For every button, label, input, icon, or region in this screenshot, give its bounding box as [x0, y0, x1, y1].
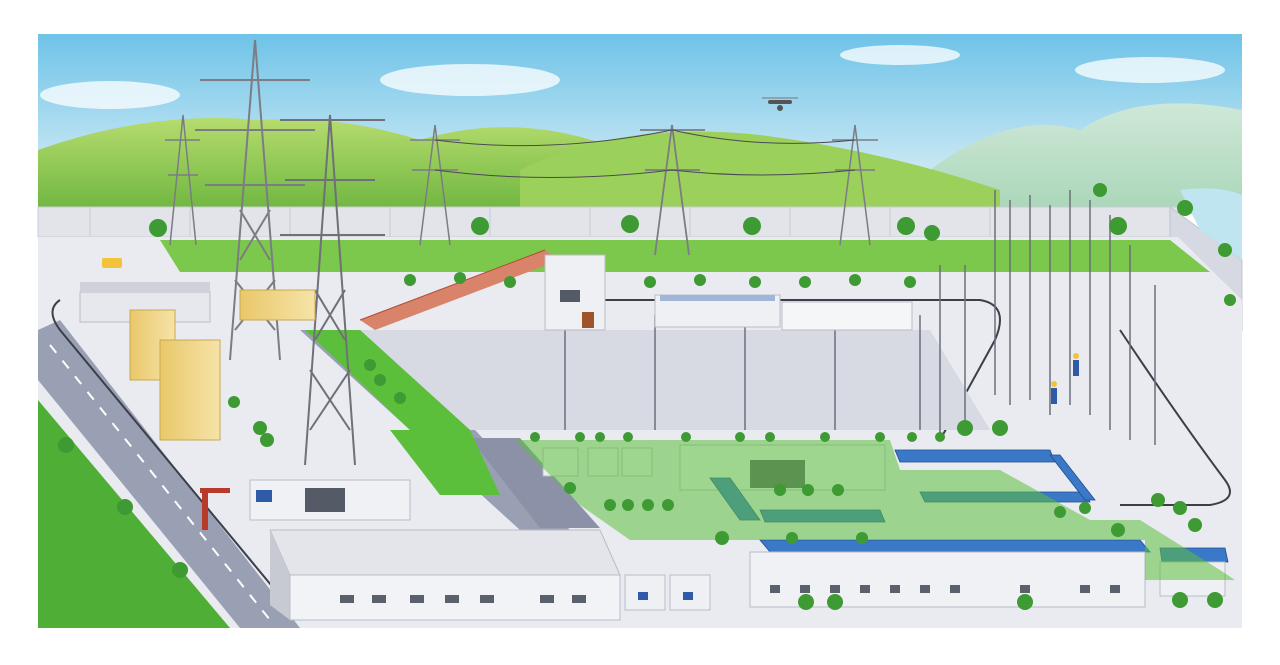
gas-insulated-hall	[781, 301, 913, 331]
road-loop-main	[51, 299, 301, 621]
switchyard-pad	[360, 330, 990, 430]
road-plaza	[470, 438, 600, 528]
conveyor-bridge	[359, 249, 560, 330]
vehicle-icon	[102, 258, 122, 268]
power-lines	[434, 129, 856, 178]
perimeter-wall	[37, 206, 1179, 238]
yard-poles	[564, 315, 921, 430]
grass-right-water	[1180, 188, 1242, 260]
building-office	[249, 479, 411, 521]
road-loop-east	[1119, 329, 1231, 506]
switchyard-gantry	[939, 190, 1156, 445]
grass-strip-top	[160, 240, 1210, 272]
clouds	[40, 45, 1225, 109]
tree-icon	[58, 183, 1236, 610]
hills-middle	[520, 131, 1000, 214]
worker-icon	[1073, 353, 1079, 376]
worker-icon	[1051, 381, 1057, 404]
building-long-block	[749, 551, 1146, 608]
building-warehouse-small	[79, 282, 211, 323]
transmission-tower-icon	[195, 39, 315, 361]
transmission-tower-icon	[280, 114, 385, 466]
green-inner	[390, 430, 500, 495]
drone-icon	[762, 97, 798, 111]
building-large-warehouse	[269, 529, 621, 621]
gate	[200, 488, 230, 530]
grass-right-complex	[515, 440, 1235, 580]
building-dormitory	[129, 309, 221, 441]
control-tower-building	[544, 254, 606, 331]
far-hills	[930, 103, 1242, 214]
road-left-diagonal	[38, 320, 300, 628]
transmission-tower-icon	[165, 114, 200, 246]
building-gold-block	[239, 289, 316, 321]
hall-building	[654, 294, 781, 328]
building-small-kiosks	[624, 574, 711, 611]
